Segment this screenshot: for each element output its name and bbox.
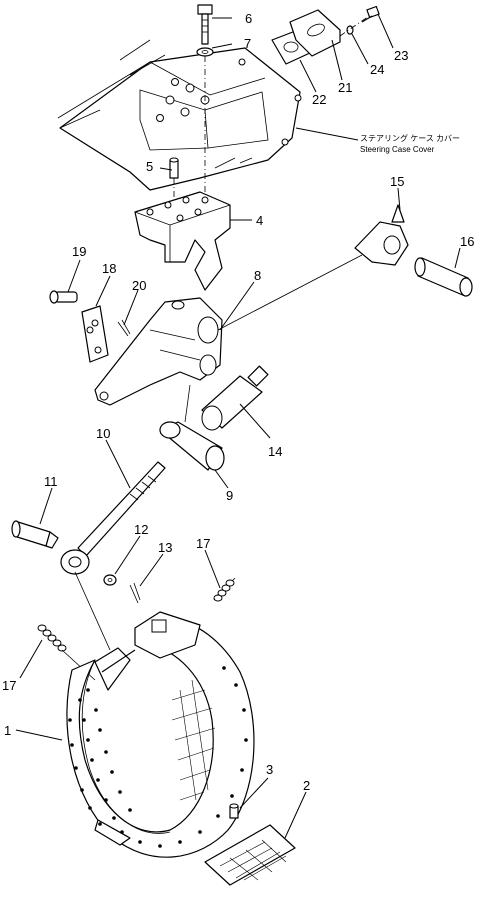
cover-21 xyxy=(289,9,341,57)
callout-21: 21 xyxy=(338,80,352,95)
bracket-4 xyxy=(134,191,231,291)
callout-11: 11 xyxy=(44,474,58,489)
pin-3 xyxy=(229,803,239,819)
note-jp: ステアリング ケース カバー xyxy=(360,133,460,143)
callout-4: 4 xyxy=(256,213,263,228)
callout-19: 19 xyxy=(72,244,86,259)
callout-23: 23 xyxy=(394,48,408,63)
steering-case-cover xyxy=(57,39,302,191)
callout-16: 16 xyxy=(460,234,474,249)
cotter-pin-20 xyxy=(117,319,131,337)
callout-10: 10 xyxy=(96,426,110,441)
steering-case-cover-note: ステアリング ケース カバー Steering Case Cover xyxy=(360,133,460,154)
bolt-23 xyxy=(361,5,380,23)
rod-10 xyxy=(60,461,166,575)
callout-20: 20 xyxy=(132,278,146,293)
part-15 xyxy=(354,204,409,266)
callout-5: 5 xyxy=(146,159,153,174)
lining-2 xyxy=(204,824,296,886)
brake-band-1 xyxy=(66,611,255,858)
pin-11 xyxy=(11,520,59,549)
spring-17-left xyxy=(37,624,96,681)
callout-17-right: 17 xyxy=(196,536,210,551)
pin-16 xyxy=(414,257,473,297)
cotter-pin-13 xyxy=(129,582,141,604)
pin-9 xyxy=(159,421,225,471)
callout-8: 8 xyxy=(254,268,261,283)
callout-6: 6 xyxy=(245,11,252,26)
callout-7: 7 xyxy=(244,36,251,51)
callout-labels: 6 7 23 24 21 22 5 4 15 16 19 18 20 8 14 … xyxy=(2,11,474,793)
callout-22: 22 xyxy=(312,92,326,107)
callout-24: 24 xyxy=(370,62,384,77)
callout-18: 18 xyxy=(102,261,116,276)
pin-5 xyxy=(169,157,179,179)
callout-9: 9 xyxy=(226,488,233,503)
callout-14: 14 xyxy=(268,444,282,459)
callout-2: 2 xyxy=(303,778,310,793)
pin-19 xyxy=(49,290,78,304)
callout-12: 12 xyxy=(134,522,148,537)
callout-1: 1 xyxy=(4,723,11,738)
sleeve-14 xyxy=(201,365,269,431)
callout-15: 15 xyxy=(390,174,404,189)
washer-7 xyxy=(196,47,214,57)
spring-17-right xyxy=(213,577,236,602)
plate-18 xyxy=(81,305,109,363)
lever-8 xyxy=(94,297,223,406)
callout-3: 3 xyxy=(266,762,273,777)
washer-12 xyxy=(103,574,117,586)
leader-lines xyxy=(15,13,461,839)
callout-13: 13 xyxy=(158,540,172,555)
note-en: Steering Case Cover xyxy=(360,145,435,154)
callout-17-left: 17 xyxy=(2,678,16,693)
bolt-6 xyxy=(197,4,213,45)
